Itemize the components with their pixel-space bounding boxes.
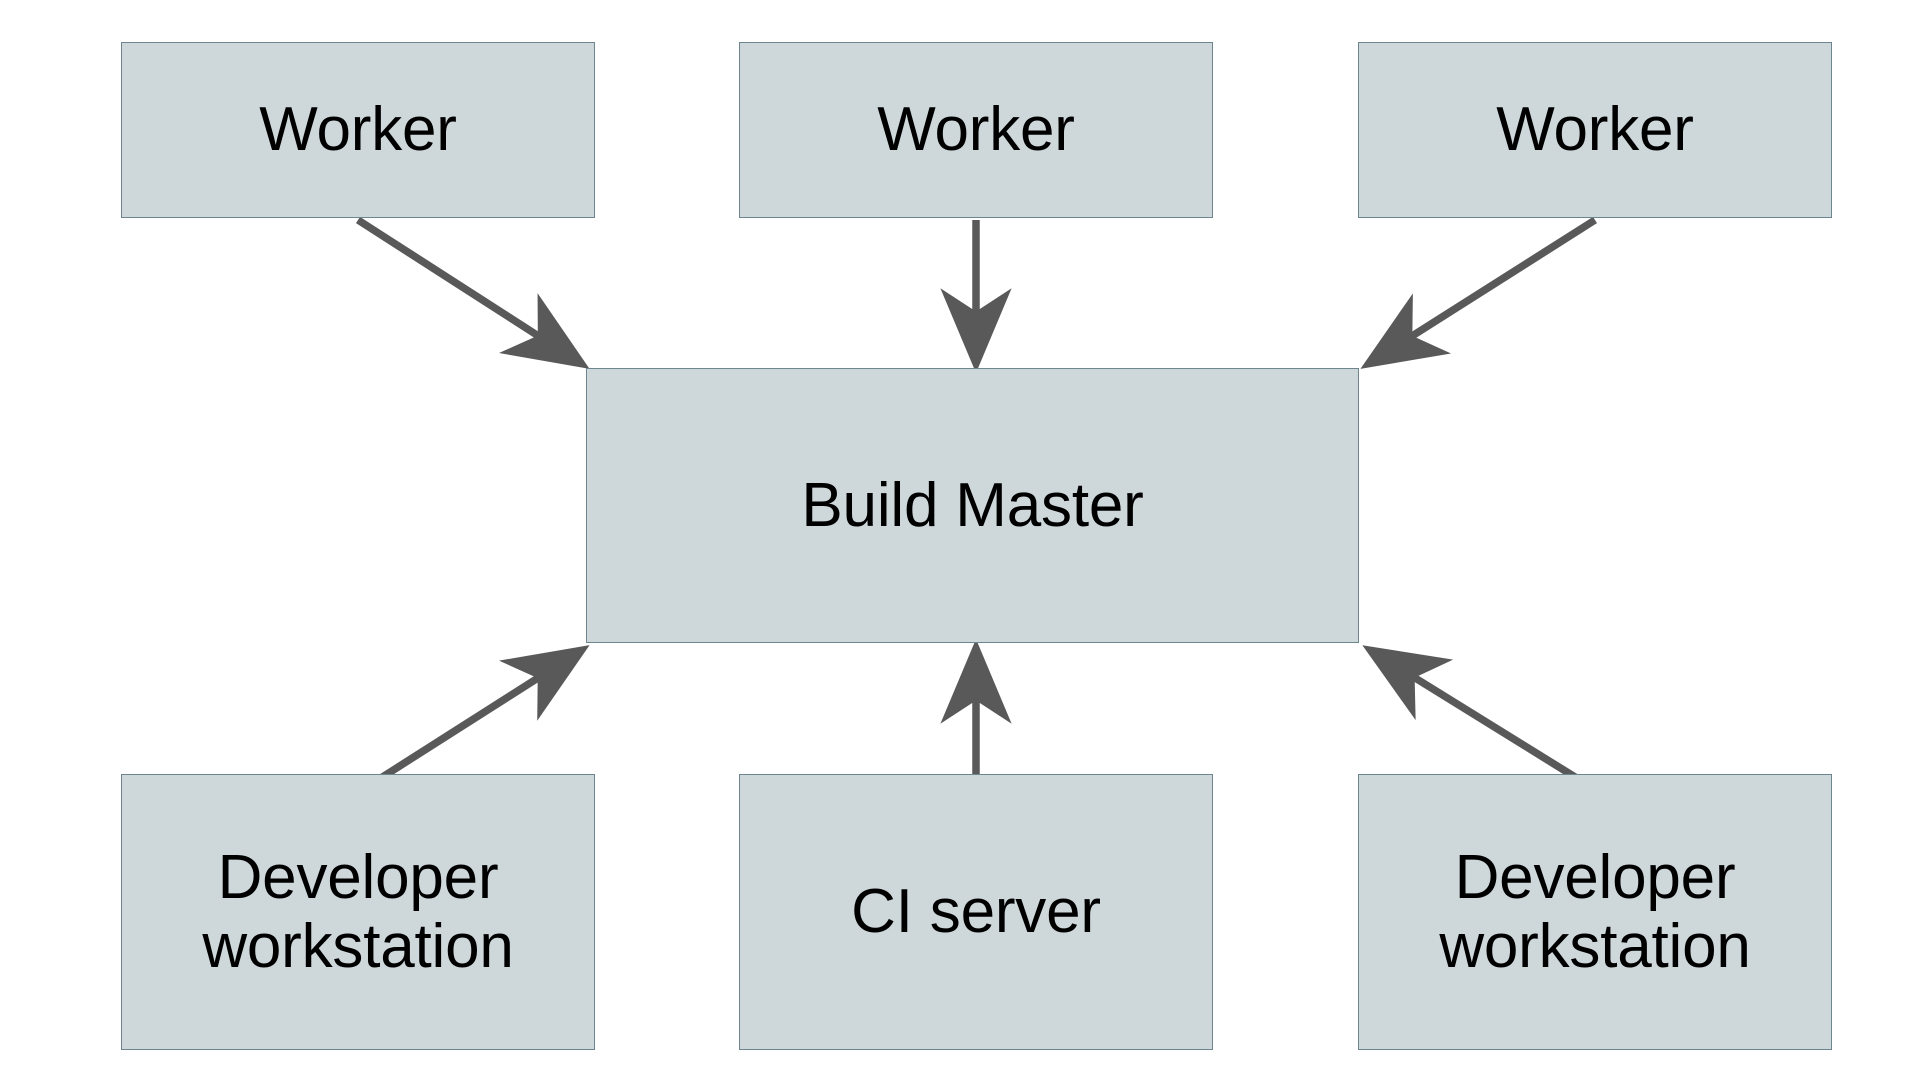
node-build-master[interactable]: Build Master [586, 368, 1359, 643]
node-worker-2[interactable]: Worker [739, 42, 1213, 218]
node-label: Worker [1496, 95, 1694, 165]
node-label: Developer workstation [202, 842, 514, 981]
node-worker-3[interactable]: Worker [1358, 42, 1832, 218]
edge-worker3-master [1360, 216, 1598, 369]
node-label: Developer workstation [1439, 842, 1751, 981]
edge-worker1-master [355, 216, 590, 369]
node-label: Worker [259, 95, 457, 165]
node-label: CI server [851, 877, 1101, 947]
node-ci-server[interactable]: CI server [739, 774, 1213, 1050]
edge-devws2-master [1362, 645, 1598, 794]
node-developer-workstation-right[interactable]: Developer workstation [1358, 774, 1832, 1050]
node-worker-1[interactable]: Worker [121, 42, 595, 218]
node-developer-workstation-left[interactable]: Developer workstation [121, 774, 595, 1050]
node-label: Build Master [801, 470, 1144, 540]
node-label: Worker [877, 95, 1075, 165]
edge-devws1-master [359, 645, 590, 794]
